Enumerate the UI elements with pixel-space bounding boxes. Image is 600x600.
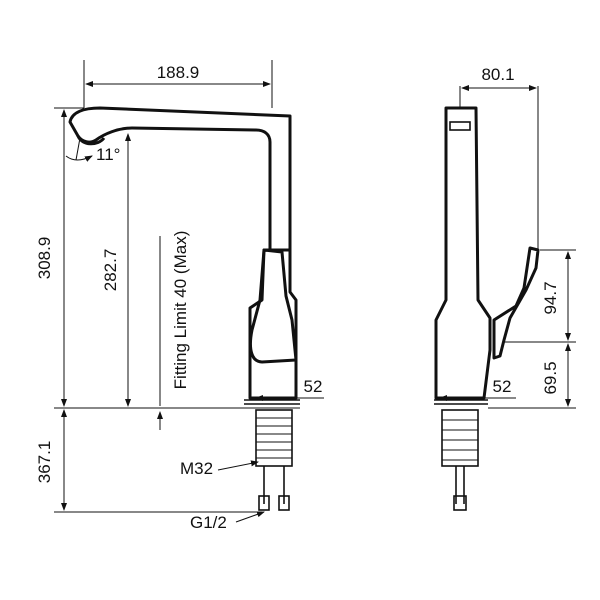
thread-leader	[217, 460, 259, 471]
spout-tip	[76, 135, 106, 146]
hose-nut	[258, 495, 270, 511]
spout-height-label: 282.7	[101, 249, 120, 292]
angle-line	[75, 137, 81, 161]
lever-handle	[248, 248, 298, 364]
hose-leader	[235, 511, 265, 523]
side-lever-handle	[492, 246, 540, 360]
side-column	[434, 106, 492, 400]
thread-m-label: M32	[180, 459, 213, 478]
side-base-dimension-label: 52	[493, 377, 512, 396]
base-dimension-label: 52	[304, 377, 323, 396]
fitting-limit-label: Fitting Limit 40 (Max)	[171, 231, 190, 390]
side-width-label: 80.1	[481, 65, 514, 84]
faucet-spout	[68, 106, 292, 252]
faucet-body	[248, 248, 298, 400]
side-view: 80.1 52 94.7 69.5	[434, 65, 576, 511]
below-dimension-label: 367.1	[35, 441, 54, 484]
mounting-shank	[255, 409, 293, 467]
front-view: 188.9 52 M32 G1/2	[35, 60, 324, 532]
side-mounting-shank	[441, 409, 479, 467]
aerator	[449, 121, 471, 131]
thread-g-label: G1/2	[190, 513, 227, 532]
width-dimension-label: 188.9	[157, 63, 200, 82]
hose-nut	[278, 495, 290, 511]
angle-arc	[65, 155, 93, 162]
base-height-label: 69.5	[541, 361, 560, 394]
side-hose-nut	[453, 495, 467, 511]
total-height-label: 308.9	[35, 237, 54, 280]
handle-dimension-label: 94.7	[541, 281, 560, 314]
angle-label: 11°	[96, 145, 120, 164]
